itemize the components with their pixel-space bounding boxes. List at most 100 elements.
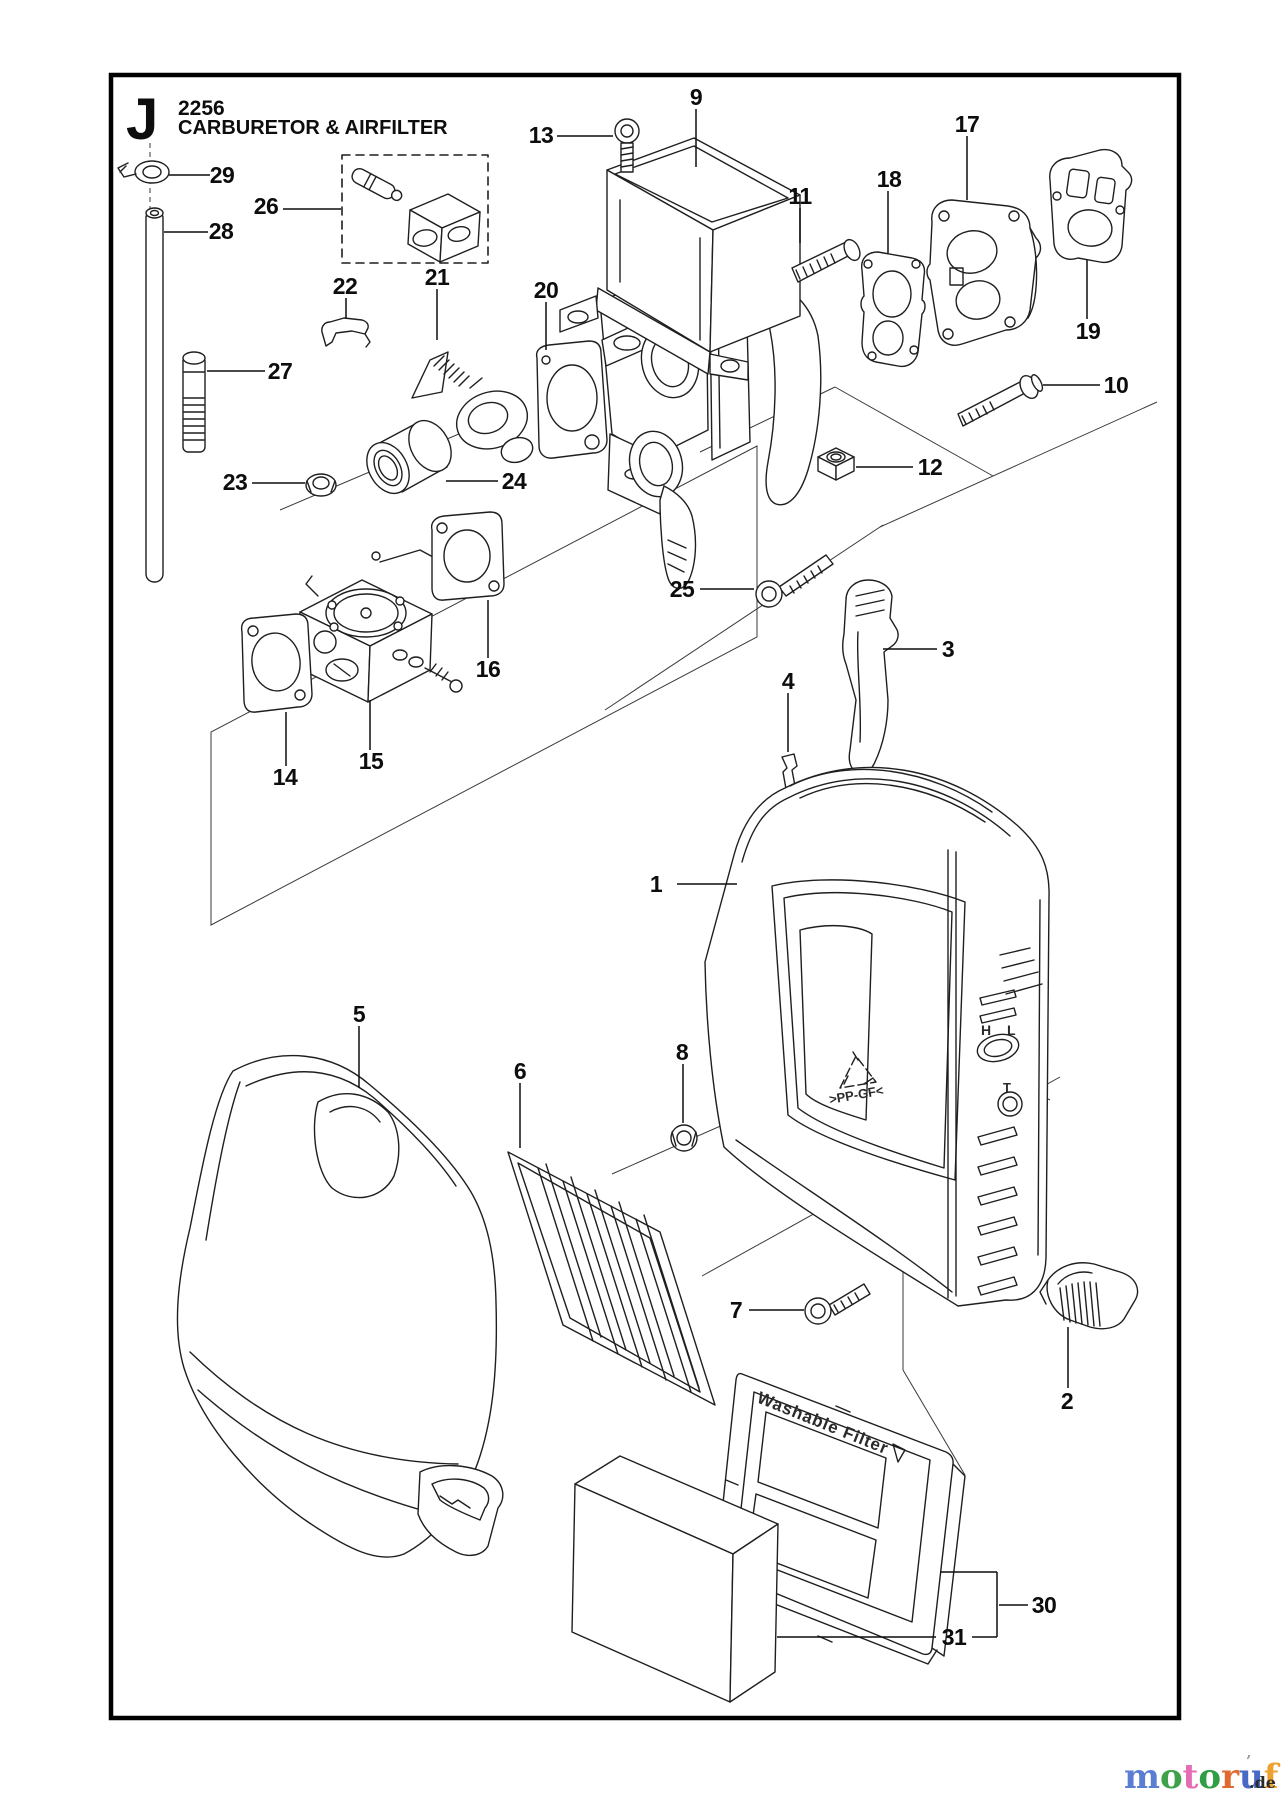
- callout-30: 30: [940, 1571, 1057, 1637]
- callout-2-number: 2: [1061, 1388, 1073, 1414]
- callout-10-number: 10: [1104, 372, 1129, 398]
- callout-26-number: 26: [254, 193, 279, 219]
- callout-5: 5: [353, 1001, 366, 1088]
- callout-17: 17: [955, 111, 980, 200]
- gasket-18-drawing: [860, 251, 926, 368]
- callout-19-number: 19: [1076, 318, 1101, 344]
- callout-23-number: 23: [223, 469, 248, 495]
- callout-20-number: 20: [534, 277, 559, 303]
- throttle-21-drawing: [411, 351, 534, 464]
- callout-21-number: 21: [425, 264, 450, 290]
- callout-3: 3: [883, 636, 955, 662]
- callout-8-number: 8: [676, 1039, 689, 1065]
- section-letter: J: [126, 87, 158, 152]
- airbox-bracket-drawing: [559, 137, 801, 381]
- callout-28-number: 28: [209, 218, 234, 244]
- callout-12-number: 12: [918, 454, 943, 480]
- callout-17-number: 17: [955, 111, 980, 137]
- screw-11-drawing: [791, 238, 861, 283]
- callout-2: 2: [1061, 1327, 1074, 1414]
- callout-7: 7: [730, 1297, 804, 1323]
- hl-adjuster-marking: H L: [981, 1022, 1022, 1038]
- callout-7-number: 7: [730, 1297, 742, 1323]
- fuel-filter-kit-26-drawing: [341, 154, 489, 264]
- model-number: 2256: [178, 97, 225, 120]
- callout-31-number: 31: [942, 1624, 967, 1650]
- callout-4: 4: [782, 668, 795, 752]
- diagram-title: CARBURETOR & AIRFILTER: [178, 117, 448, 139]
- callout-16: 16: [476, 600, 501, 682]
- gasket-19-drawing: [1049, 148, 1133, 264]
- callout-24-number: 24: [502, 468, 527, 494]
- cylinder-cover-5-drawing: [176, 1054, 504, 1558]
- motoruf-logo-suffix: .de: [1249, 1773, 1276, 1792]
- nut-8-drawing: [670, 1124, 698, 1152]
- callout-14-number: 14: [273, 764, 298, 790]
- callout-23: 23: [223, 469, 305, 495]
- callout-1: 1: [650, 871, 737, 897]
- callout-16-number: 16: [476, 656, 501, 682]
- callout-19: 19: [1076, 260, 1101, 344]
- callout-22: 22: [333, 273, 358, 318]
- gasket-16-drawing: [430, 511, 505, 601]
- gasket-20-drawing: [535, 340, 608, 459]
- clip-22-drawing: [321, 317, 371, 348]
- fuel-hose-28-drawing: [145, 207, 164, 583]
- screw-25-drawing: [755, 554, 834, 608]
- callout-25-number: 25: [670, 576, 695, 602]
- callout-1-number: 1: [650, 871, 663, 897]
- screw-13-drawing: [614, 118, 640, 173]
- filter-foam-30-drawing: [571, 1455, 779, 1703]
- callout-10: 10: [1043, 372, 1129, 398]
- callout-6: 6: [514, 1058, 527, 1148]
- callout-29-number: 29: [210, 162, 235, 188]
- callout-25: 25: [670, 576, 754, 602]
- callout-24: 24: [446, 468, 527, 494]
- callout-13-number: 13: [529, 122, 554, 148]
- page-border: [108, 72, 1182, 1721]
- sleeve-24-drawing: [366, 419, 452, 495]
- callout-31: 31: [777, 1624, 997, 1650]
- motoruf-logo-mark: ’: [1246, 1752, 1251, 1770]
- latch-clip-2-drawing: [1039, 1262, 1139, 1330]
- callout-13: 13: [529, 122, 613, 148]
- callout-9: 9: [690, 84, 703, 167]
- callout-15: 15: [359, 700, 384, 774]
- bolt-10-drawing: [957, 374, 1044, 427]
- callout-6-number: 6: [514, 1058, 526, 1084]
- callout-18-number: 18: [877, 166, 902, 192]
- nut-23-drawing: [305, 473, 337, 497]
- callout-11: 11: [788, 183, 813, 243]
- square-nut-12-drawing: [817, 447, 855, 481]
- motoruf-logo-text: motoruf: [1124, 1757, 1281, 1797]
- vent-grid-6-drawing: [507, 1151, 716, 1406]
- callout-20: 20: [534, 277, 559, 350]
- airfilter-housing-1-drawing: [704, 766, 1050, 1307]
- callout-11-number: 11: [788, 183, 812, 209]
- callout-22-number: 22: [333, 273, 358, 299]
- t-adjuster-marking: T: [1003, 1080, 1011, 1095]
- title-block: J 2256 CARBURETOR & AIRFILTER: [126, 87, 448, 152]
- insulator-17-drawing: [926, 199, 1042, 346]
- callout-15-number: 15: [359, 748, 384, 774]
- fuel-filter-27-drawing: [182, 351, 206, 453]
- callout-4-number: 4: [782, 668, 795, 694]
- watermark-motoruf: motoruf ’ .de: [1124, 1752, 1281, 1797]
- callout-29: 29: [169, 162, 235, 188]
- callout-18: 18: [877, 166, 902, 253]
- callout-26: 26: [254, 193, 341, 219]
- callout-5-number: 5: [353, 1001, 366, 1027]
- callout-3-number: 3: [942, 636, 954, 662]
- callout-30-number: 30: [1032, 1592, 1057, 1618]
- callout-8: 8: [676, 1039, 689, 1123]
- cover-3-drawing: [841, 579, 899, 775]
- callout-27-number: 27: [268, 358, 293, 384]
- callout-27: 27: [207, 358, 293, 384]
- gasket-14-drawing: [240, 613, 313, 713]
- callout-14: 14: [273, 712, 298, 790]
- callout-9-number: 9: [690, 84, 702, 110]
- callout-21: 21: [425, 264, 450, 340]
